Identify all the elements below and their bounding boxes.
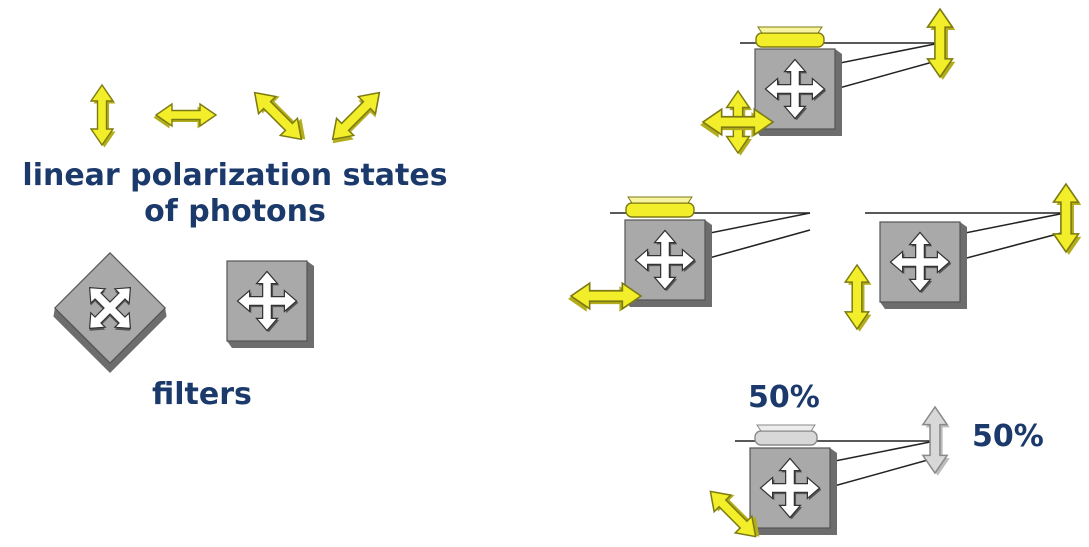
scenario2-polarizer: [625, 196, 695, 218]
rectilinear-filter: [226, 260, 314, 348]
photon-diagonal-down-icon: [245, 83, 314, 149]
scenario1-filter: [754, 48, 842, 136]
pass-percentage-label: 50%: [748, 380, 820, 415]
polarization-states-heading: linear polarization states of photons: [10, 158, 460, 230]
scenario3-filter: [879, 221, 967, 309]
filters-label: filters: [152, 377, 252, 412]
scenario3-photon-in: [844, 264, 872, 332]
scenario1-polarizer: [755, 26, 825, 48]
diagonal-filter: [53, 251, 167, 374]
polarization-states-line2: of photons: [144, 194, 326, 229]
scenario3-photon-out: [1052, 183, 1082, 255]
photon-vertical-icon: [90, 84, 116, 148]
blocked-percentage-label: 50%: [972, 419, 1044, 454]
scenario4-polarizer: [754, 424, 818, 446]
photon-horizontal-icon: [153, 103, 217, 129]
polarization-states-line1: linear polarization states: [22, 158, 448, 193]
photon-diagonal-up-icon: [323, 83, 389, 152]
scenario4-filter: [749, 447, 837, 535]
scenario2-filter: [624, 219, 712, 307]
